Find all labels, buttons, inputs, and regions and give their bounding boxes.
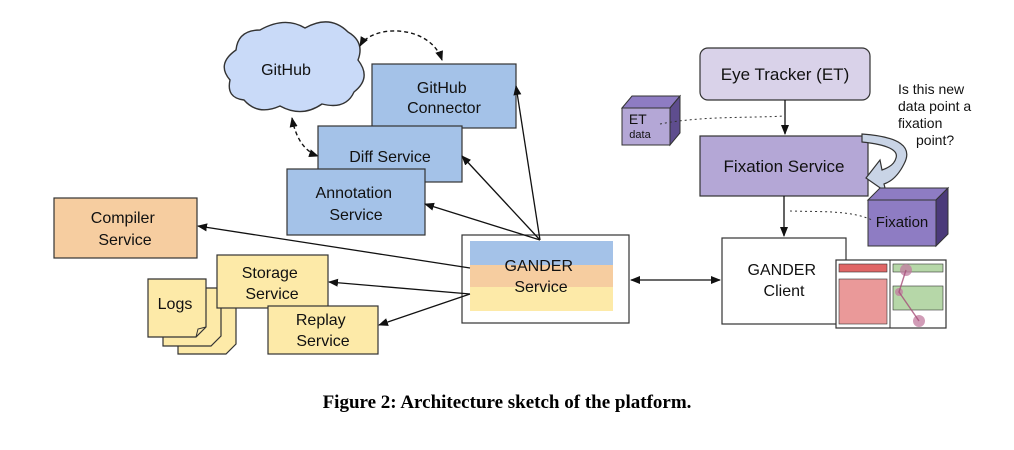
fixation-loop-arrow (861, 133, 908, 194)
logs-label: Logs (158, 296, 193, 313)
github-label: GitHub (261, 62, 311, 79)
github-diff-link (289, 117, 319, 157)
gander-service-arrows (197, 85, 721, 326)
storage-service-label: Storage Service (242, 265, 303, 303)
fixation-service-label: Fixation Service (724, 157, 845, 176)
eye-tracker-label: Eye Tracker (ET) (721, 65, 849, 84)
github-connector-link (359, 30, 443, 61)
logs-stack: Logs (147, 278, 237, 355)
fixation-question-note: Is this new data point a fixation point? (898, 81, 975, 148)
fixation-dotted-link (789, 210, 873, 221)
gander-client-box: GANDER Client (721, 237, 847, 325)
annotation-service-box: Annotation Service (286, 168, 426, 236)
architecture-diagram: GitHub GitHub Connector Diff Service Ann… (53, 21, 975, 355)
gander-client-label: GANDER Client (748, 262, 821, 300)
fixation-cube: Fixation (866, 186, 950, 248)
figure-caption: Figure 2: Architecture sketch of the pla… (322, 392, 692, 413)
eye-tracker-box: Eye Tracker (ET) (699, 47, 871, 101)
replay-service-label: Replay Service (296, 312, 350, 350)
compiler-service-box: Compiler Service (53, 197, 198, 259)
compiler-service-label: Compiler Service (91, 210, 159, 249)
diff-service-label: Diff Service (349, 149, 431, 166)
fixation-label: Fixation (876, 214, 929, 231)
fixation-service-box: Fixation Service (699, 135, 869, 197)
replay-service-box: Replay Service (267, 305, 379, 355)
et-data-cube: ET data (620, 94, 682, 147)
annotation-service-label: Annotation Service (316, 185, 397, 224)
gander-service-label: GANDER Service (505, 258, 578, 296)
et-data-label: ET data (629, 111, 652, 141)
gander-service-box: GANDER Service (461, 234, 630, 324)
github-cloud: GitHub (223, 21, 365, 113)
github-connector-label: GitHub Connector (407, 80, 481, 117)
github-connector-box: GitHub Connector (371, 63, 517, 129)
client-screen-mockup (835, 259, 947, 329)
storage-service-box: Storage Service (216, 254, 329, 309)
